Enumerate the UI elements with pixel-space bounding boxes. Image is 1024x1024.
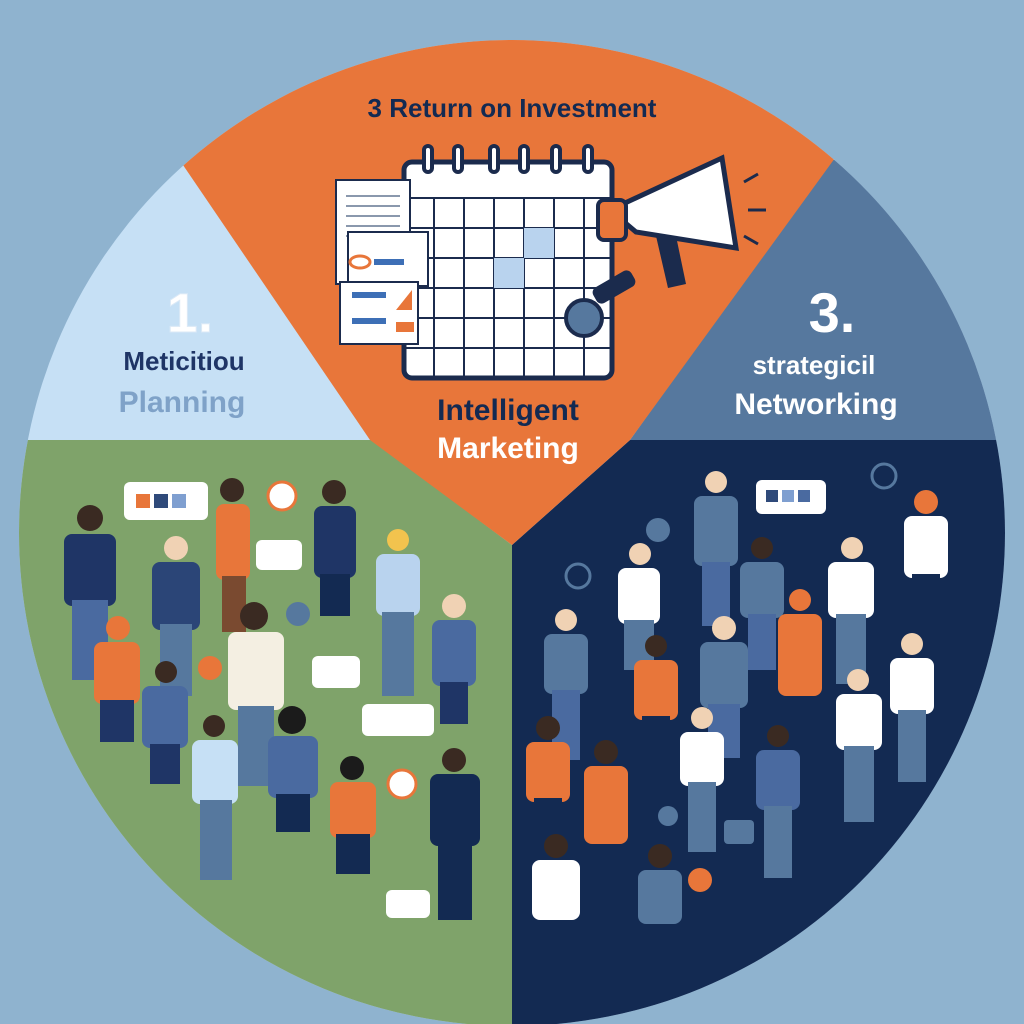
center-line1: Intelligent <box>437 394 579 427</box>
right-line1: strategicil <box>753 350 876 380</box>
person <box>890 633 934 782</box>
person <box>330 756 376 874</box>
person <box>634 635 678 776</box>
calendar-icon <box>401 144 615 381</box>
person <box>192 715 238 880</box>
speech-bubble-icon <box>256 540 302 570</box>
left-line1: Meticitiou <box>123 346 244 376</box>
megaphone-icon <box>596 154 766 288</box>
speech-bubble-icon <box>124 482 208 520</box>
speech-bubble-icon <box>756 480 826 514</box>
center-line2: Marketing <box>437 432 579 465</box>
person <box>314 480 356 616</box>
right-number: 3. <box>809 281 856 344</box>
person <box>432 594 476 724</box>
person <box>694 471 738 626</box>
top-title: 3 Return on Investment <box>368 93 657 123</box>
person <box>638 844 682 924</box>
document-icon <box>335 179 429 345</box>
crowd-navy <box>526 462 948 924</box>
person <box>268 706 318 832</box>
right-line2: Networking <box>734 388 897 421</box>
person <box>544 609 588 760</box>
left-number: 1. <box>167 281 214 344</box>
left-line2: Planning <box>119 386 246 419</box>
person <box>94 616 140 742</box>
person <box>836 669 882 822</box>
person <box>142 661 188 784</box>
person <box>740 537 784 670</box>
person <box>430 748 480 920</box>
speech-bubble-icon <box>386 890 430 918</box>
person <box>216 478 250 632</box>
person <box>756 725 800 878</box>
person <box>152 536 200 696</box>
speech-bubble-icon <box>362 704 434 736</box>
person <box>584 740 628 844</box>
person <box>904 490 948 622</box>
magnifier-icon <box>564 270 636 338</box>
person <box>526 716 570 838</box>
person <box>778 589 822 696</box>
crowd-green <box>64 478 480 920</box>
person <box>828 537 874 684</box>
person <box>680 707 724 852</box>
person <box>376 529 420 696</box>
speech-bubble-icon <box>312 656 360 688</box>
person <box>532 834 580 920</box>
